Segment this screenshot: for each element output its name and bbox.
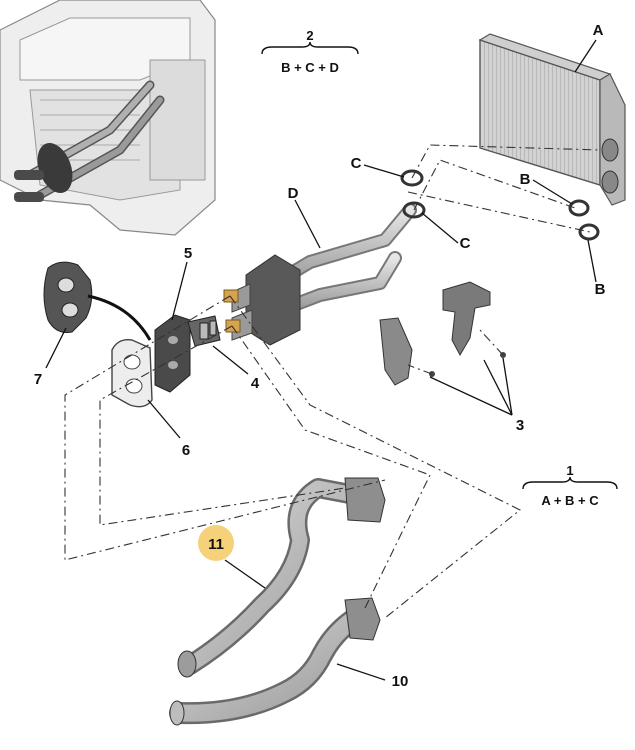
callout-5: 5	[184, 245, 192, 262]
callout-10: 10	[392, 673, 409, 690]
callout-d: D	[288, 185, 299, 202]
kit-2-group: 2 B + C + D	[261, 28, 359, 75]
kit-1-number: 1	[566, 463, 573, 478]
o-ring-part-c-upper	[400, 169, 424, 187]
coolant-hose-part-10	[169, 597, 381, 726]
callout-c-upper: C	[351, 155, 362, 172]
o-ring-part-c-lower	[402, 201, 426, 219]
coolant-hose-part-11	[177, 477, 386, 678]
clip-part-4	[187, 315, 221, 347]
heater-housing	[0, 0, 216, 236]
callout-11: 11	[208, 536, 224, 553]
kit-2-contents: B + C + D	[281, 60, 339, 75]
callout-a: A	[593, 22, 604, 39]
kit-1-contents: A + B + C	[541, 493, 599, 508]
heater-pipes-part-d	[223, 203, 417, 346]
gasket-part-5	[154, 314, 191, 393]
callout-6: 6	[182, 442, 190, 459]
callout-3: 3	[516, 417, 524, 434]
grommet-part-7	[43, 261, 152, 341]
heater-radiator-part-a	[478, 33, 626, 206]
o-ring-part-b-upper	[568, 199, 590, 217]
seal-plate-part-6	[111, 339, 153, 408]
kit-1-group: 1 A + B + C	[522, 463, 618, 508]
callout-4: 4	[251, 375, 260, 392]
o-ring-part-b-lower	[578, 223, 600, 241]
kit-2-number: 2	[306, 28, 313, 43]
brackets-part-3	[379, 281, 506, 386]
callout-c-lower: C	[460, 235, 471, 252]
callout-b-upper: B	[520, 171, 531, 188]
leader-lines	[45, 39, 597, 681]
callout-7: 7	[34, 371, 42, 388]
callout-b-lower: B	[595, 281, 606, 298]
callout-11-highlight	[198, 525, 234, 561]
assembly-lines	[64, 144, 601, 619]
callout-labels: A B B C C D 3 4 5 6 7 10 11	[34, 22, 606, 690]
